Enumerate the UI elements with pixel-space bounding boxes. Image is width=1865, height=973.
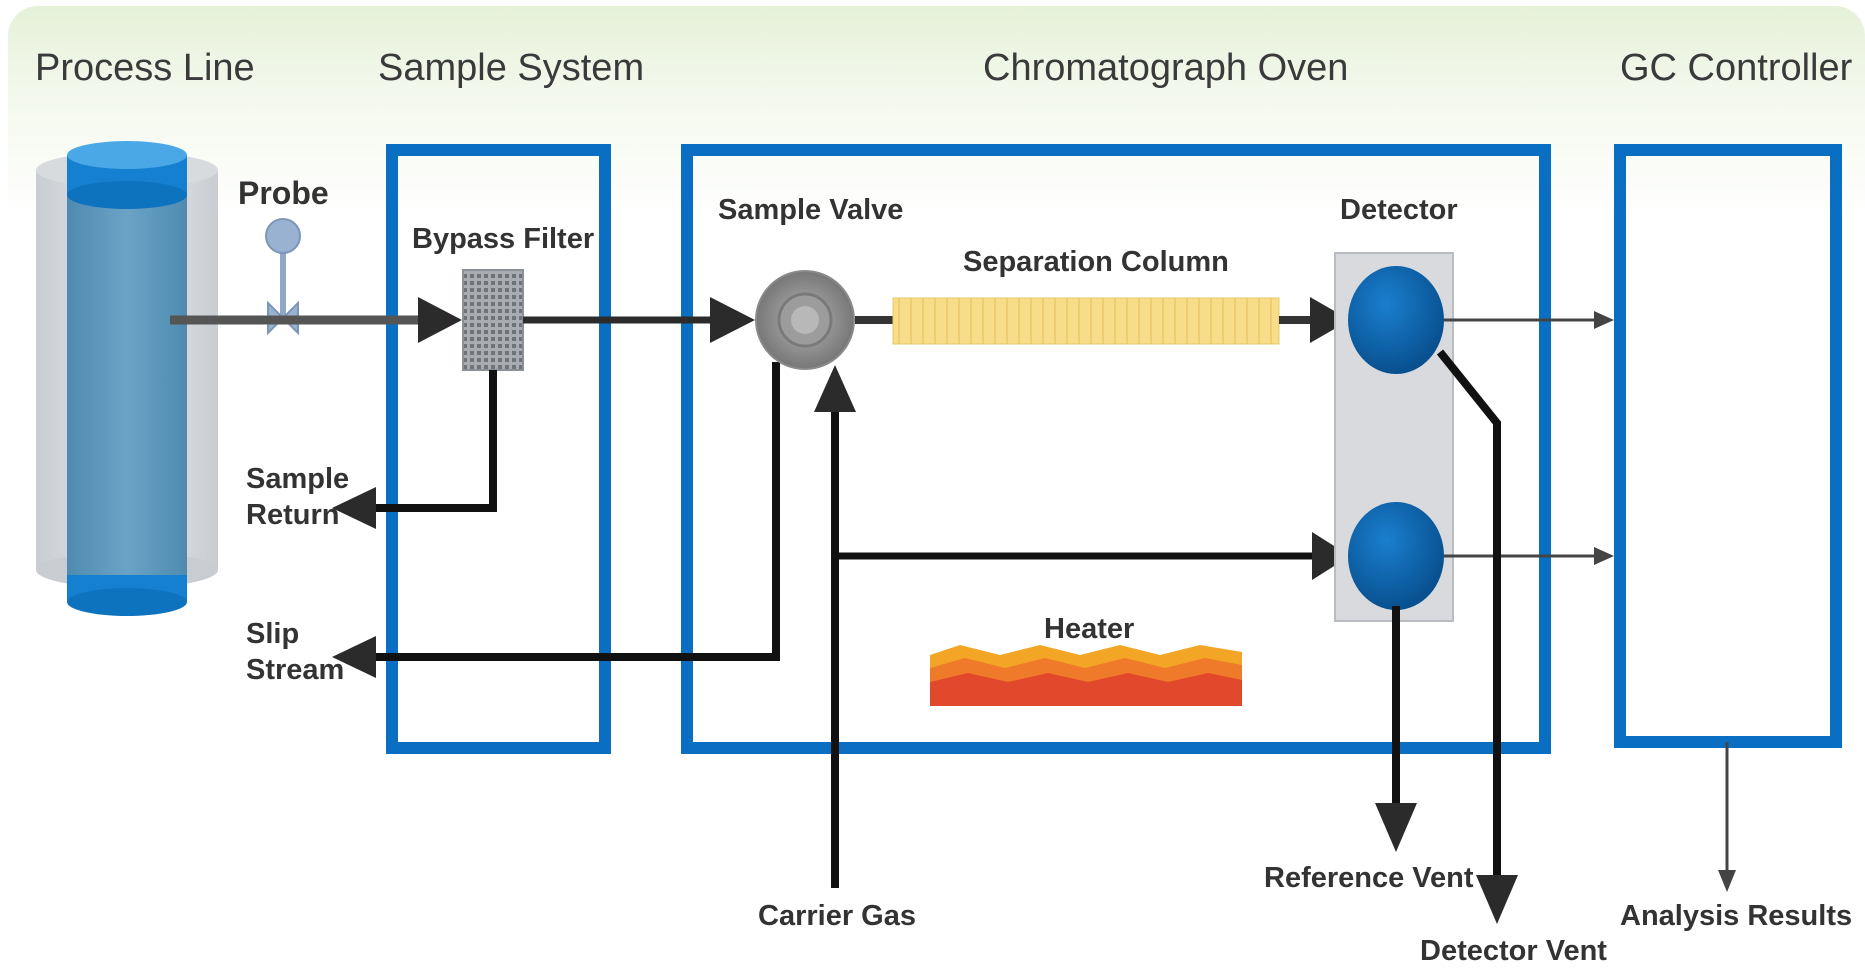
bypass-filter-icon <box>462 269 524 371</box>
title-chromatograph-oven: Chromatograph Oven <box>983 47 1348 89</box>
detector-vent-arrow <box>1476 875 1518 924</box>
detector-vent-line <box>1436 349 1501 885</box>
slip-stream-label-2: Stream <box>246 654 344 686</box>
probe-label: Probe <box>238 175 329 211</box>
column-to-detector-arrow <box>1310 297 1350 343</box>
title-process-line: Process Line <box>35 47 255 89</box>
reference-carrier-arrow <box>1312 532 1350 580</box>
separation-column-label: Separation Column <box>963 246 1229 278</box>
bypass-filter-label: Bypass Filter <box>412 223 594 255</box>
detector-signal-arrow-1 <box>1594 311 1614 329</box>
sample-system-box <box>386 144 611 754</box>
sample-return-label-2: Return <box>246 499 339 531</box>
title-sample-system: Sample System <box>378 47 644 89</box>
chromatograph-oven-box <box>681 144 1551 754</box>
sample-return-line <box>360 370 497 512</box>
heater-icon <box>930 645 1242 706</box>
arrow-to-filter <box>418 297 462 343</box>
carrier-gas-label: Carrier Gas <box>758 900 916 932</box>
measurement-detector-icon <box>1348 266 1444 374</box>
reference-vent-label: Reference Vent <box>1264 862 1474 894</box>
arrow-to-valve <box>710 297 755 343</box>
title-gc-controller: GC Controller <box>1620 47 1853 89</box>
sample-valve-label: Sample Valve <box>718 194 903 226</box>
sample-return-arrow <box>332 487 376 529</box>
detector-vent-label: Detector Vent <box>1420 935 1607 967</box>
reference-detector-icon <box>1348 502 1444 610</box>
separation-column-icon <box>892 297 1280 345</box>
reference-vent-arrow <box>1375 803 1417 852</box>
detector-label: Detector <box>1340 194 1458 226</box>
analysis-results-arrow <box>1718 870 1736 892</box>
process-vessel <box>36 141 218 616</box>
heater-label: Heater <box>1044 613 1134 645</box>
probe-icon <box>265 218 301 336</box>
analysis-results-label: Analysis Results <box>1620 900 1852 932</box>
slip-stream-arrow <box>332 636 376 678</box>
detector-signal-arrow-2 <box>1594 547 1614 565</box>
slip-stream-line <box>360 362 780 661</box>
sample-valve-icon <box>755 270 855 370</box>
sample-return-label-1: Sample <box>246 463 349 495</box>
carrier-gas-arrow <box>814 365 856 412</box>
slip-stream-label-1: Slip <box>246 618 299 650</box>
